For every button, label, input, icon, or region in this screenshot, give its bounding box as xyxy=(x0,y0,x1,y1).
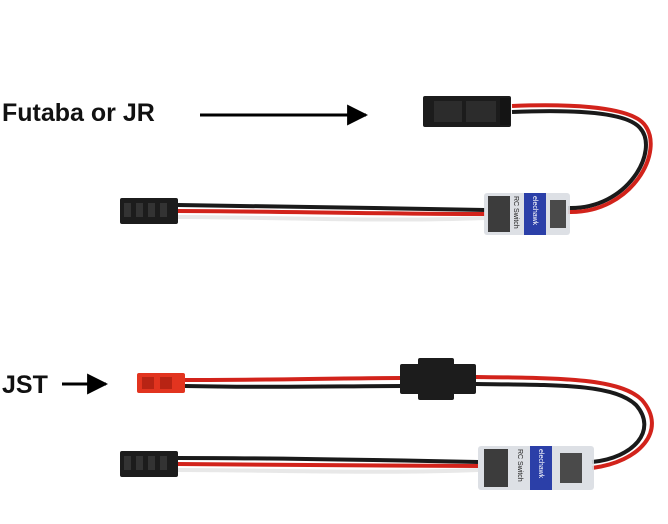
jst-label: JST xyxy=(2,371,48,399)
bottom-servo-plug xyxy=(120,451,178,477)
jst-switch-cable: elechawk RC Switch xyxy=(120,358,654,490)
futaba-jr-label: Futaba or JR xyxy=(2,99,155,127)
inline-housing xyxy=(400,358,476,400)
top-module-model: RC Switch xyxy=(512,196,519,229)
jst-connector xyxy=(137,373,185,393)
bottom-module-brand: elechawk xyxy=(537,449,544,479)
bottom-module-model: RC Switch xyxy=(516,449,523,482)
top-servo-plug xyxy=(120,198,178,224)
top-module-brand: elechawk xyxy=(531,196,538,226)
futaba-connector xyxy=(423,96,511,127)
futaba-switch-cable: elechawk RC Switch xyxy=(120,96,653,235)
bottom-switch-module: elechawk RC Switch xyxy=(478,446,594,490)
top-switch-module: elechawk RC Switch xyxy=(484,193,570,235)
